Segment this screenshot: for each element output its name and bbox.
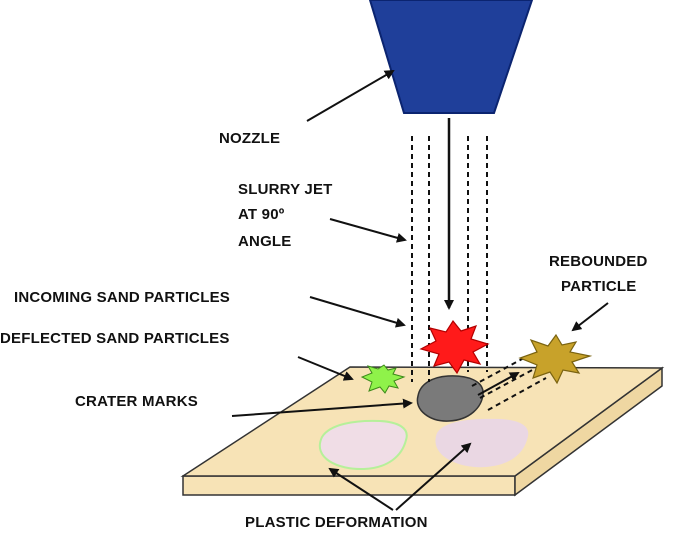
crater-marks-label: CRATER MARKS — [75, 393, 198, 410]
rebound-line-3 — [487, 377, 547, 411]
nozzle-label: NOZZLE — [219, 130, 280, 147]
rebound-arrow — [477, 372, 520, 396]
slurry-jet-pointer-arrow — [329, 218, 407, 243]
incoming-particles-label: INCOMING SAND PARTICLES — [14, 289, 230, 306]
rebounded-particle — [518, 333, 593, 385]
slurry-jet-stream — [411, 136, 488, 382]
deflected-sand-particle — [360, 364, 406, 394]
rebounded-label-line2: PARTICLE — [561, 278, 637, 295]
plastic-deformation-pointer-arrow-left — [328, 467, 394, 511]
crater-mark — [416, 375, 484, 422]
slurry-jet-label-line2: AT 90º — [238, 206, 285, 223]
plastic-deformation-label: PLASTIC DEFORMATION — [245, 514, 428, 531]
rebound-trajectory — [471, 357, 547, 411]
rebound-line-1 — [471, 357, 525, 387]
rebounded-label-line1: REBOUNDED — [549, 253, 647, 270]
nozzle-body — [368, 0, 534, 114]
slurry-jet-label-line3: ANGLE — [238, 233, 292, 250]
plastic-deformation-left-patch — [318, 419, 408, 471]
rebounded-particle-pointer-arrow — [571, 302, 609, 332]
plate-top-surface — [180, 366, 665, 477]
plastic-deformation-pointer-arrow-right — [395, 442, 472, 511]
nozzle-pointer-arrow — [306, 69, 395, 122]
plate-front-edge — [182, 475, 516, 496]
deflected-particles-label: DEFLECTED SAND PARTICLES — [0, 330, 230, 347]
rebound-line-2 — [479, 367, 537, 399]
crater-marks-pointer-arrow — [231, 398, 413, 417]
slurry-jet-label-line1: SLURRY JET — [238, 181, 333, 198]
deflected-particles-pointer-arrow — [297, 356, 354, 381]
target-plate — [180, 366, 665, 497]
incoming-sand-particle — [419, 319, 490, 375]
incoming-particles-pointer-arrow — [309, 296, 406, 328]
